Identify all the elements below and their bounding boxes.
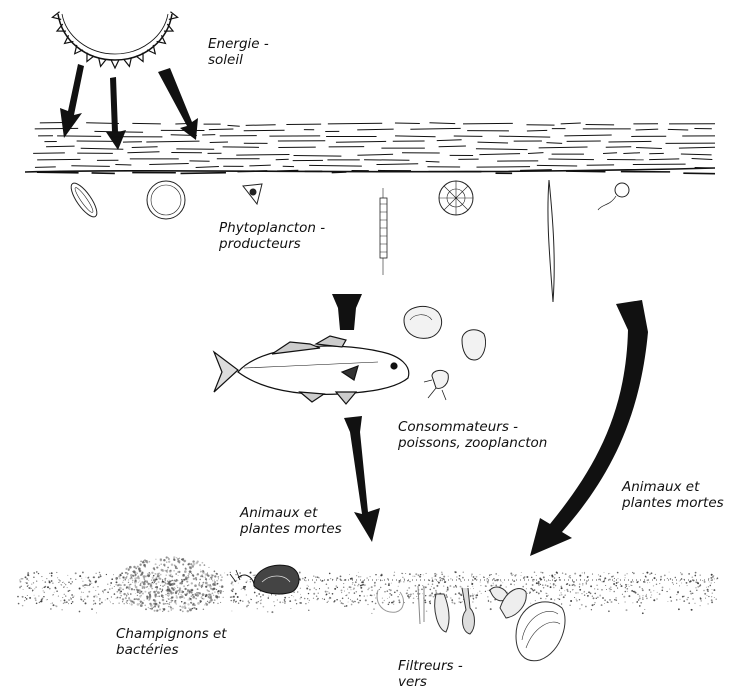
energy-arrow-1 (60, 64, 84, 138)
clam (516, 602, 565, 661)
label-phytoplankton: Phytoplancton -producteurs (218, 220, 325, 252)
label-consumers: Consommateurs -poissons, zooplancton (397, 419, 547, 451)
needle-diatom (548, 180, 554, 302)
arrow-phyto-to-consumers (332, 294, 362, 330)
label-energy: Energie -soleil (208, 36, 269, 68)
energy-arrow-3 (158, 68, 198, 140)
phytoplankton-group (67, 180, 629, 302)
flagellate (615, 183, 629, 197)
worm-tube-2 (418, 586, 424, 624)
water-surface (25, 122, 715, 173)
energy-arrow-2 (106, 77, 126, 150)
sun-icon (52, 12, 177, 68)
arrow-phyto-to-bottom (530, 300, 648, 556)
zooplankton-2 (462, 330, 486, 360)
zooplankton-group (404, 306, 486, 400)
label-filter-feeders: Filtreurs -vers (398, 658, 463, 690)
zooplankton-1 (404, 306, 442, 338)
fish-icon (214, 336, 409, 404)
arrow-consumers-to-bottom (344, 416, 380, 542)
zooplankton-3 (432, 370, 448, 388)
worm-tube-3 (435, 594, 449, 632)
snail-icon (230, 565, 299, 594)
filter-feeders-group (377, 586, 565, 661)
diatom-oval (67, 180, 101, 221)
diatom-round (147, 181, 185, 219)
